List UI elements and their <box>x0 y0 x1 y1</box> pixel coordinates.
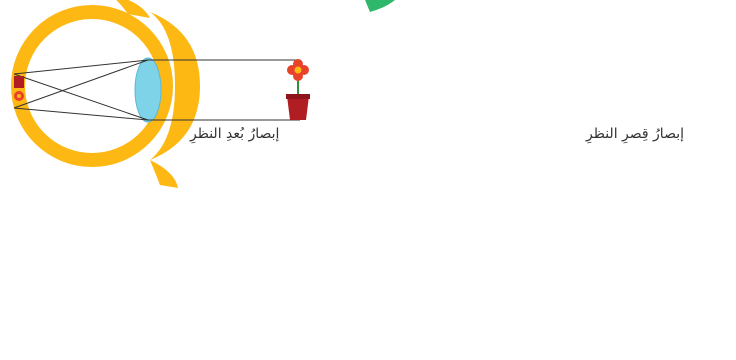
light-ray <box>13 59 149 109</box>
light-ray <box>13 59 149 75</box>
light-ray <box>13 107 149 121</box>
eye-tab-bottom-left <box>150 160 178 188</box>
green-accent-shape <box>365 0 395 12</box>
inverted-flower-image-left <box>14 76 24 101</box>
eye-lens-left <box>134 57 162 123</box>
flower-object-left <box>286 59 310 120</box>
eye-tab-top-left <box>116 0 150 18</box>
cornea-left <box>150 12 200 160</box>
farsighted-label: إبصارُ بُعدِ النظرِ <box>190 126 280 142</box>
light-ray <box>13 73 149 121</box>
farsighted-eye-diagram <box>11 0 300 188</box>
nearsighted-label: إبصارُ قِصرِ النظرِ <box>586 126 684 142</box>
